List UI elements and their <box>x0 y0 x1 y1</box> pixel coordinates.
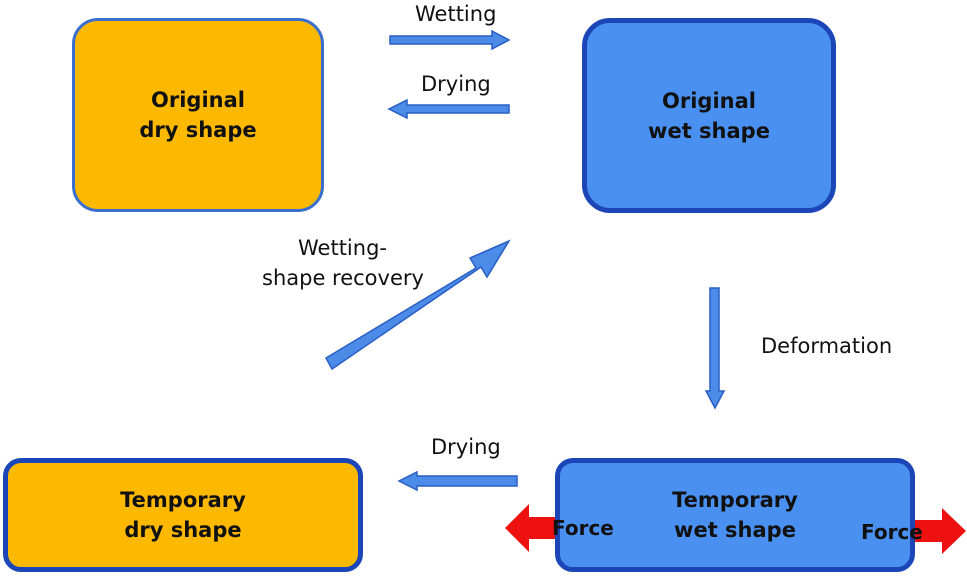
original-wet-shape-box: Original wet shape <box>582 18 836 213</box>
wetting-label: Wetting <box>415 2 497 26</box>
wetting-recovery-arrow <box>324 239 511 371</box>
drying-bottom-label: Drying <box>431 435 501 459</box>
original-dry-shape-label: Original dry shape <box>139 85 256 145</box>
temporary-wet-line2: wet shape <box>674 518 796 542</box>
drying-bottom-arrow <box>397 470 518 492</box>
temporary-wet-line1: Temporary <box>672 488 798 512</box>
wetting-arrow <box>389 29 511 51</box>
temporary-wet-shape-box: Temporary wet shape <box>555 458 915 572</box>
force-right-label: Force <box>861 520 923 544</box>
temporary-dry-shape-box: Temporary dry shape <box>3 458 363 572</box>
original-wet-line1: Original <box>662 88 756 113</box>
original-dry-shape-box: Original dry shape <box>72 18 324 212</box>
original-dry-line1: Original <box>151 88 245 112</box>
wetting-recovery-label-line2: shape recovery <box>262 266 424 290</box>
temporary-dry-shape-label: Temporary dry shape <box>120 485 246 545</box>
drying-top-label: Drying <box>421 72 491 96</box>
deformation-arrow <box>704 287 726 410</box>
temporary-wet-shape-label: Temporary wet shape <box>672 485 798 545</box>
wetting-recovery-label-line1: Wetting- <box>298 236 387 260</box>
deformation-label: Deformation <box>761 334 893 358</box>
temporary-dry-line2: dry shape <box>124 518 242 542</box>
original-wet-shape-label: Original wet shape <box>648 86 770 146</box>
original-wet-line2: wet shape <box>648 118 770 143</box>
force-left-label: Force <box>552 516 614 540</box>
original-dry-line2: dry shape <box>139 118 257 142</box>
temporary-dry-line1: Temporary <box>120 488 246 512</box>
drying-top-arrow <box>387 98 510 120</box>
